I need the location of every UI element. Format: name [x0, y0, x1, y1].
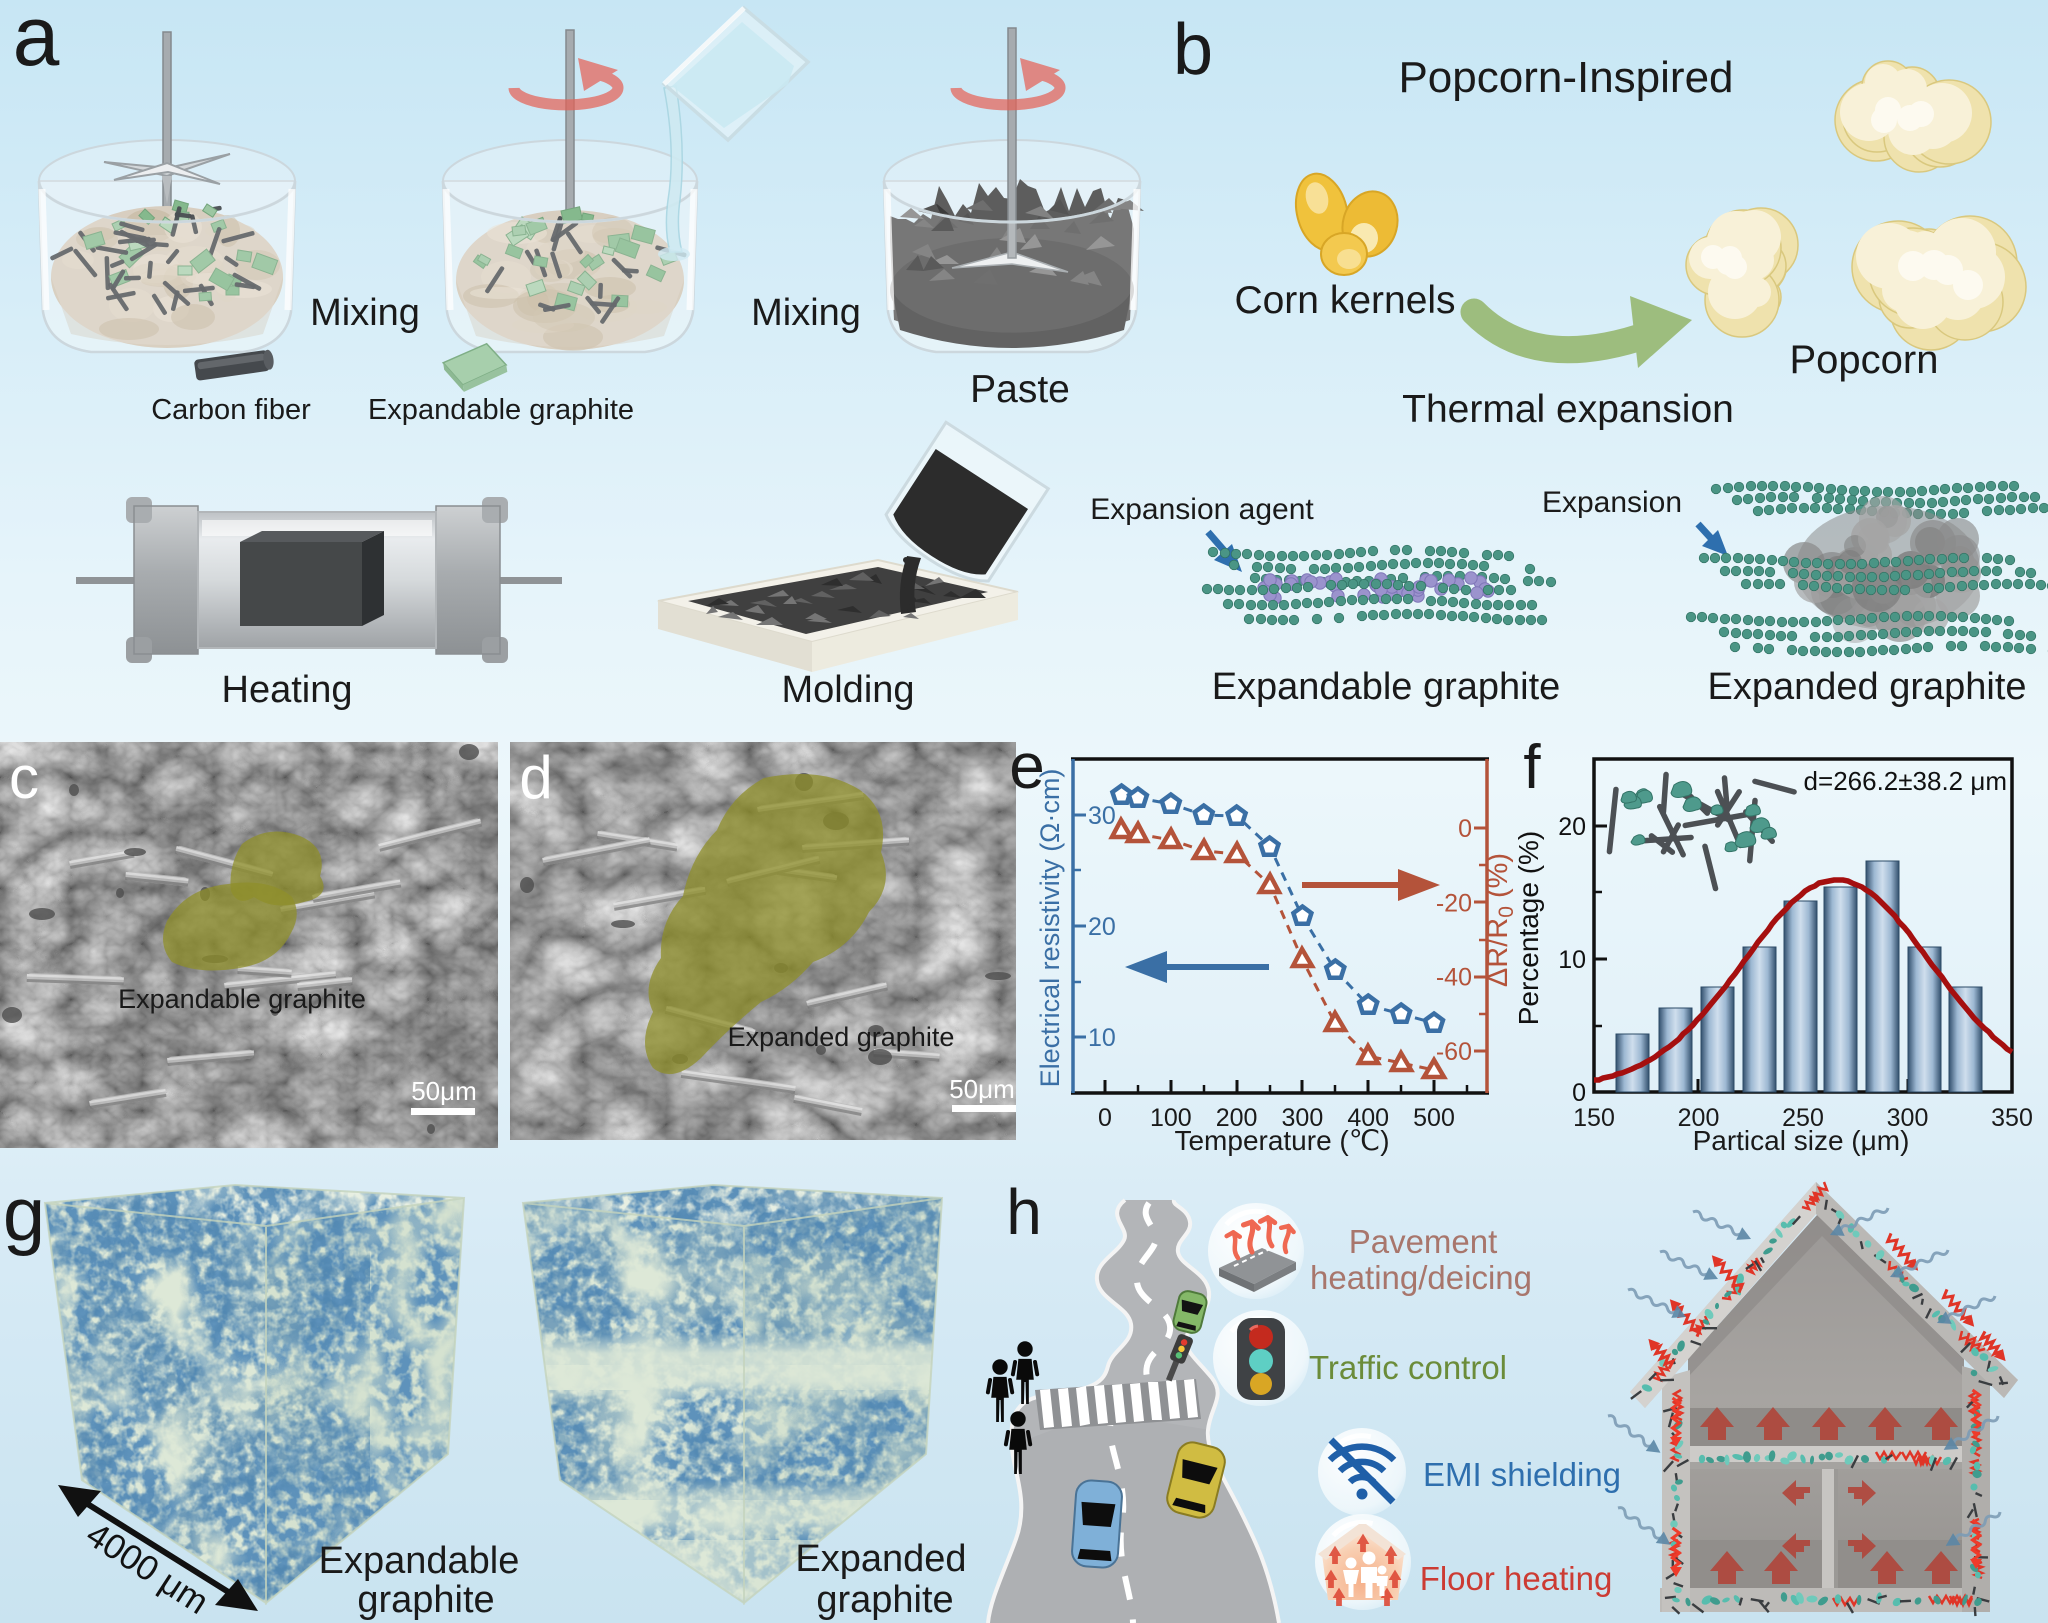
svg-text:Expanded graphite: Expanded graphite: [728, 1022, 955, 1052]
svg-text:20: 20: [1088, 913, 1116, 941]
svg-text:Thermal expansion: Thermal expansion: [1402, 388, 1734, 431]
svg-text:Traffic control: Traffic control: [1309, 1349, 1507, 1386]
svg-text:Electrical resistivity (Ω·cm): Electrical resistivity (Ω·cm): [1035, 769, 1065, 1088]
svg-text:100: 100: [1150, 1104, 1192, 1132]
svg-text:500: 500: [1413, 1104, 1455, 1132]
svg-text:200: 200: [1216, 1104, 1258, 1132]
svg-text:250: 250: [1782, 1104, 1824, 1132]
svg-text:-60: -60: [1436, 1038, 1472, 1066]
svg-text:0: 0: [1572, 1079, 1586, 1107]
svg-text:Carbon fiber: Carbon fiber: [151, 394, 311, 426]
svg-text:Expansion agent: Expansion agent: [1090, 493, 1314, 526]
svg-text:a: a: [13, 0, 60, 83]
svg-text:d=266.2±38.2 μm: d=266.2±38.2 μm: [1804, 766, 2007, 796]
svg-text:350: 350: [1991, 1104, 2033, 1132]
svg-text:Expandable graphite: Expandable graphite: [368, 394, 634, 426]
svg-text:150: 150: [1573, 1104, 1615, 1132]
svg-text:EMI shielding: EMI shielding: [1423, 1456, 1621, 1493]
svg-text:10: 10: [1088, 1024, 1116, 1052]
svg-text:300: 300: [1887, 1104, 1929, 1132]
svg-text:Paste: Paste: [970, 368, 1070, 411]
svg-text:Corn kernels: Corn kernels: [1234, 279, 1455, 322]
svg-text:Expanded graphite: Expanded graphite: [1707, 666, 2026, 708]
svg-text:0: 0: [1098, 1104, 1112, 1132]
svg-text:Mixing: Mixing: [751, 292, 861, 334]
svg-text:heating/deicing: heating/deicing: [1310, 1259, 1532, 1296]
svg-text:c: c: [9, 744, 39, 811]
svg-text:10: 10: [1558, 946, 1586, 974]
svg-text:Expandable: Expandable: [319, 1540, 520, 1582]
svg-text:d: d: [519, 744, 552, 811]
svg-text:Temperature (℃): Temperature (℃): [1174, 1125, 1389, 1156]
svg-text:0: 0: [1458, 815, 1472, 843]
svg-text:Partical size (μm): Partical size (μm): [1693, 1125, 1910, 1156]
svg-text:e: e: [1009, 730, 1045, 802]
svg-text:-40: -40: [1436, 964, 1472, 992]
svg-text:f: f: [1523, 733, 1541, 802]
svg-text:ΔR/R0 (%): ΔR/R0 (%): [1482, 853, 1518, 987]
svg-text:200: 200: [1678, 1104, 1720, 1132]
svg-text:30: 30: [1088, 802, 1116, 830]
svg-text:Molding: Molding: [781, 669, 914, 711]
svg-text:Percentage (%): Percentage (%): [1513, 831, 1544, 1026]
svg-text:Heating: Heating: [222, 669, 353, 711]
svg-text:g: g: [3, 1172, 45, 1257]
svg-text:Popcorn-Inspired: Popcorn-Inspired: [1398, 53, 1733, 102]
svg-text:300: 300: [1282, 1104, 1324, 1132]
svg-text:Expandable graphite: Expandable graphite: [1212, 666, 1561, 708]
svg-text:-20: -20: [1436, 889, 1472, 917]
svg-text:Mixing: Mixing: [310, 292, 420, 334]
svg-text:50μm: 50μm: [411, 1076, 477, 1106]
svg-text:Floor heating: Floor heating: [1420, 1560, 1613, 1597]
svg-text:graphite: graphite: [357, 1579, 494, 1621]
svg-text:b: b: [1173, 10, 1213, 90]
svg-text:Pavement: Pavement: [1349, 1223, 1498, 1260]
svg-text:Expandable graphite: Expandable graphite: [118, 984, 366, 1014]
svg-text:h: h: [1006, 1176, 1042, 1248]
svg-text:400: 400: [1347, 1104, 1389, 1132]
svg-text:50μm: 50μm: [949, 1074, 1015, 1104]
svg-text:Expanded: Expanded: [795, 1538, 966, 1580]
svg-text:graphite: graphite: [816, 1579, 953, 1621]
svg-text:20: 20: [1558, 813, 1586, 841]
svg-text:Expansion: Expansion: [1542, 486, 1682, 519]
